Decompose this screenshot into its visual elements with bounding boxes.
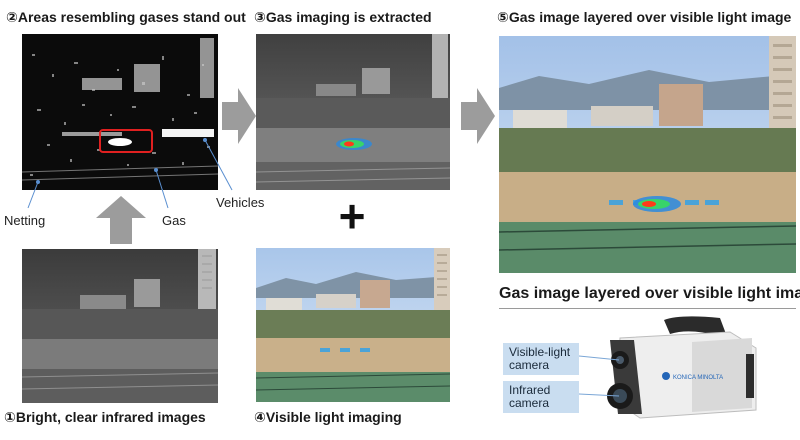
step4-label: Visible light imaging	[265, 409, 402, 425]
composite-gas-image	[499, 36, 796, 273]
right-arrow-icon	[222, 88, 256, 144]
brand-logo-text: KONICA MINOLTA	[673, 375, 723, 381]
step5-label: Gas image layered over visible light ima…	[508, 9, 792, 25]
netting-callout: Netting	[4, 213, 46, 228]
visible-camera-label: Visible-light camera	[503, 343, 579, 375]
camera-section-title: Gas image layered over visible light ima…	[499, 285, 800, 302]
step2-number: ②	[6, 9, 18, 25]
extracted-gas-image	[256, 34, 450, 190]
step1-number: ①	[4, 409, 16, 425]
camera-label-pointers	[579, 355, 619, 397]
step2-label: Areas resembling gases stand out	[17, 9, 246, 25]
step4-caption: ④Visible light imaging	[254, 409, 402, 425]
highlighted-ir-image	[22, 34, 218, 190]
up-arrow-icon	[96, 196, 146, 244]
brand-logo-icon	[662, 372, 670, 380]
infrared-camera-label: Infrared camera	[503, 381, 579, 413]
visible-light-image	[256, 248, 450, 402]
step5-number: ⑤	[497, 9, 509, 25]
vehicles-callout: Vehicles	[216, 195, 265, 210]
right-arrow-icon-2	[461, 88, 495, 144]
step5-caption: ⑤Gas image layered over visible light im…	[497, 9, 791, 25]
section-divider	[499, 308, 796, 309]
step3-caption: ③Gas imaging is extracted	[254, 9, 432, 25]
step1-caption: ①Bright, clear infrared images	[4, 409, 206, 425]
raw-ir-image	[22, 249, 218, 403]
step2-caption: ②Areas resembling gases stand out	[6, 9, 246, 25]
plus-operator: +	[338, 190, 366, 242]
step3-label: Gas imaging is extracted	[265, 9, 432, 25]
gas-callout: Gas	[162, 213, 186, 228]
step1-label: Bright, clear infrared images	[15, 409, 206, 425]
gas-camera-illustration: KONICA MINOLTA	[607, 316, 757, 419]
step3-number: ③	[254, 9, 266, 25]
step4-number: ④	[254, 409, 266, 425]
